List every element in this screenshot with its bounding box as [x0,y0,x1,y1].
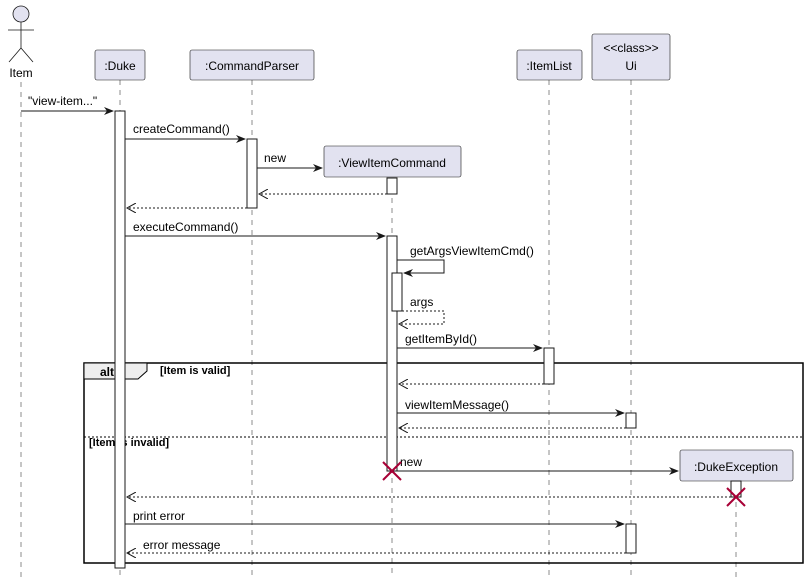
return-args: args [399,295,445,324]
message-get-args: getArgsViewItemCmd() [397,244,534,277]
message-label: getItemById() [405,332,477,346]
activation-view-item-command-new [386,177,398,195]
message-label: "view-item..." [28,94,97,108]
participant-duke: :Duke [94,49,146,81]
message-label: executeCommand() [133,220,238,234]
participant-ui: <<class>> Ui [591,33,671,81]
activation-view-item-command-self [391,272,403,312]
activation-ui-2 [625,523,637,554]
participant-command-parser: :CommandParser [189,49,315,81]
actor-label: Item [9,66,32,80]
activation-duke [114,110,126,569]
message-label: viewItemMessage() [405,398,509,412]
message-label: new [264,151,286,165]
guard-valid: [Item is valid] [160,365,231,377]
message-print-error: print error [125,509,625,528]
activation-command-parser [246,138,258,209]
message-view-item: "view-item..." [21,94,114,115]
activation-ui-1 [625,412,637,429]
actor-head-icon [12,5,30,23]
participant-label: :Duke [104,59,136,73]
participant-stereotype: <<class>> [603,41,658,55]
message-new-exception: new [397,455,679,475]
actor-item: Item [8,5,34,80]
guard-invalid: [Item is invalid] [89,437,169,449]
message-view-item-message: viewItemMessage() [397,398,625,417]
participant-label: :ViewItemCommand [338,156,446,170]
participant-view-item-command: :ViewItemCommand [323,145,462,178]
participant-label: :ItemList [526,59,572,73]
destroy-view-item-command-icon [382,461,402,481]
message-label: error message [143,538,221,552]
message-execute-command: executeCommand() [125,220,386,240]
message-create-command: createCommand() [125,122,246,143]
participant-label: :CommandParser [205,59,299,73]
message-label: new [400,455,422,469]
activation-item-list [543,347,555,385]
participant-item-list: :ItemList [516,49,583,81]
activation-view-item-command-exec [386,235,398,472]
participant-label: Ui [625,59,636,73]
message-label: createCommand() [133,122,230,136]
message-label: getArgsViewItemCmd() [410,244,534,258]
participant-label: :DukeException [694,460,778,474]
message-get-item-by-id: getItemById() [397,332,543,352]
message-label: args [410,295,433,309]
return-error-message: error message [127,538,626,553]
destroy-duke-exception-icon [726,487,746,507]
message-new: new [257,151,323,172]
fragment-keyword: alt [100,365,114,379]
message-label: print error [133,509,185,523]
participant-duke-exception: :DukeException [679,449,794,482]
